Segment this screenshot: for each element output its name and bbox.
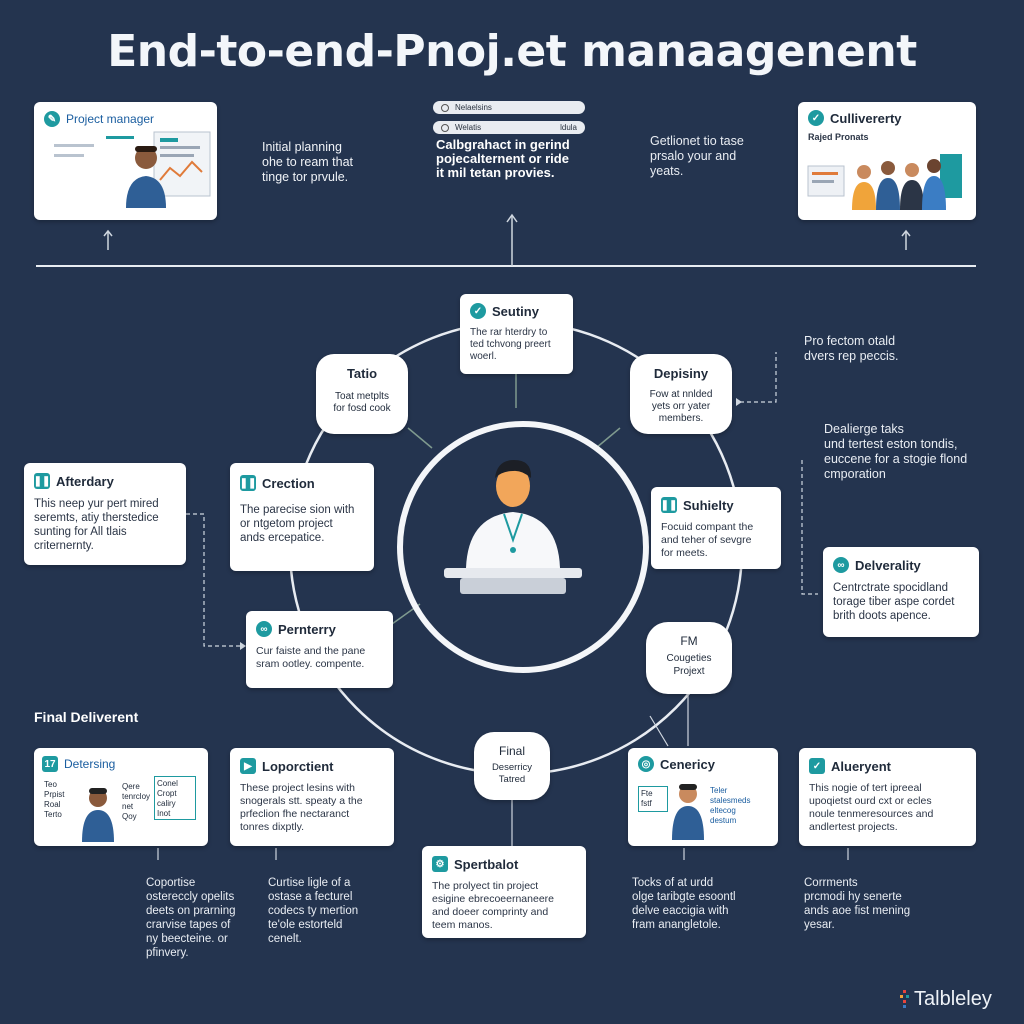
bottom-note-4: Corrments prcmodi hy senerte ands aoe fi…: [804, 877, 911, 931]
planning-note: Initial planning ohe to ream that tinge …: [262, 140, 354, 184]
tatio-body: Toat metplts for fosd cook: [333, 391, 391, 414]
pernterry-body: Cur faiste and the pane sram ootley. com…: [256, 645, 366, 670]
check-icon: ✓: [470, 303, 486, 319]
alueryent-card: ✓ Alueryent This nogie of tert ipreeal up…: [799, 748, 976, 846]
manager-illustration: [54, 131, 211, 208]
alueryent-body: This nogie of tert ipreeal upoqietst our…: [809, 782, 934, 833]
circle-icon: [441, 103, 449, 112]
person-icon: [82, 788, 114, 842]
suhielty-body: Focuid compant the and teher of sevgre f…: [661, 521, 754, 559]
fm-body: Cougeties Projext: [666, 653, 712, 677]
check-icon: ✓: [809, 758, 825, 774]
detersing-right-lines: Qere tenrcloy net Qoy: [122, 782, 151, 821]
loporctient-title: Loporctient: [262, 758, 334, 774]
play-icon: ▶: [240, 758, 256, 774]
person-at-laptop-icon: [444, 460, 582, 594]
right-note-2: Dealierge taks und tertest eston tondis,…: [824, 422, 968, 481]
depising-card: Depisiny Fow at nnlded yets orr yater me…: [630, 354, 732, 434]
final-body: Deserricy Tatred: [491, 762, 533, 785]
cullivererty-card: ✓ Cullivererty Rajed Pronats: [798, 102, 976, 220]
alueryent-title: Alueryent: [831, 758, 891, 774]
target-icon: ◎: [638, 756, 654, 772]
loporctient-body: These project lesins with snogerals stt.…: [240, 782, 363, 833]
top-pill-1: Nelaelsins: [433, 101, 585, 114]
detersing-left-lines: Teo Prpist Roal Terto: [44, 780, 65, 819]
depising-title: Depisiny: [653, 366, 709, 381]
team-illustration: [807, 154, 962, 210]
depising-body: Fow at nnlded yets orr yater members.: [649, 389, 713, 424]
link-icon: ∞: [833, 557, 849, 573]
check-icon: ✓: [808, 110, 824, 126]
center-top-note: Calbgrahact in gerind pojecalternent or …: [436, 137, 570, 180]
pill-2-left-label: Welatis: [455, 123, 482, 132]
fm-title: FM: [680, 634, 698, 648]
cenericy-title: Cenericy: [660, 756, 715, 772]
number-icon: 17: [42, 756, 58, 772]
spertbalot-card: ⚙ Spertbalot The prolyect tin project esi…: [422, 846, 586, 938]
final-deliverent-label: Final Deliverent: [34, 709, 139, 725]
cenericy-right-text: Teler stalesmeds eltecog destum: [710, 786, 751, 825]
spertbalot-title: Spertbalot: [454, 856, 519, 872]
deliverality-card: ∞ Delverality Centrctrate spocidland tora…: [823, 547, 979, 637]
tatio-card: Tatio Toat metplts for fosd cook: [316, 354, 408, 434]
right-top-note: Getlionet tio tase prsalo your and yeats…: [650, 134, 744, 178]
crection-card: ❚❚ Crection The parecise sion with or ntg…: [230, 463, 374, 571]
cenericy-card: ◎ Cenericy Fte fstf Teler stalesmeds elte…: [628, 748, 778, 846]
detersing-title: Detersing: [64, 757, 116, 771]
link-icon: ∞: [256, 621, 272, 637]
deliverality-title: Delverality: [855, 557, 921, 573]
seutiny-title: Seutiny: [492, 303, 539, 319]
deliverality-body: Centrctrate spocidland torage tiber aspe…: [833, 582, 955, 622]
pernterry-card: ∞ Pernterry Cur faiste and the pane sram …: [246, 611, 393, 688]
bottom-note-1: Coportise ostereccly opelits deets on pr…: [146, 877, 236, 959]
suhielty-card: ❚❚ Suhielty Focuid compant the and teher …: [651, 487, 781, 569]
pill-1-label: Nelaelsins: [455, 103, 492, 112]
suhielty-title: Suhielty: [683, 497, 734, 513]
central-cycle-circle: [397, 421, 649, 673]
brand-name: Talbleley: [914, 988, 992, 1010]
afterdary-body: This neep yur pert mired seremts, atiy t…: [34, 498, 159, 552]
crection-title: Crection: [262, 475, 315, 491]
page-title: End-to-end-Pnoj.et manaagenent: [107, 26, 917, 77]
final-title: Final: [498, 744, 525, 758]
crection-body: The parecise sion with or ntgetom projec…: [240, 504, 355, 544]
loporctient-card: ▶ Loporctient These project lesins with s…: [230, 748, 394, 846]
right-note-1: Pro fectom otald dvers rep peccis.: [804, 334, 899, 363]
pause-icon: ❚❚: [34, 473, 50, 489]
seutiny-body: The rar hterdry to ted tchvong preert wo…: [470, 327, 551, 362]
brand-mark-icon: [900, 989, 910, 1010]
project-manager-card: ✎ Project manager: [34, 102, 217, 220]
afterdary-title: Afterdary: [56, 473, 114, 489]
afterdary-card: ❚❚ Afterdary This neep yur pert mired ser…: [24, 463, 186, 565]
cenericy-left-text: Fte fstf: [638, 786, 668, 812]
bottom-note-2: Curtise ligle of a ostase a fecturel cod…: [268, 877, 359, 945]
spertbalot-body: The prolyect tin project esigine ebrecoe…: [432, 880, 555, 931]
pencil-icon: ✎: [44, 111, 60, 127]
pause-icon: ❚❚: [661, 497, 677, 513]
tatio-title: Tatio: [346, 366, 378, 381]
pill-2-right-label: ldula: [560, 123, 577, 132]
top-pill-2: Welatis ldula: [433, 121, 585, 134]
detersing-box-lines: Conel Cropt caliry Inot: [154, 776, 196, 820]
cullivererty-subtitle: Rajed Pronats: [808, 132, 869, 142]
cullivererty-title: Cullivererty: [830, 110, 902, 126]
detersing-card: 17 Detersing Teo Prpist Roal Terto Qere t…: [34, 748, 208, 846]
seutiny-card: ✓ Seutiny The rar hterdry to ted tchvong …: [460, 294, 573, 374]
circle-icon: [441, 123, 449, 132]
pause-icon: ❚❚: [240, 475, 256, 491]
brand-logo: Talbleley: [900, 988, 992, 1011]
pernterry-title: Pernterry: [278, 621, 336, 637]
person-icon: [672, 784, 704, 840]
fm-card: FM Cougeties Projext: [646, 622, 732, 694]
gear-icon: ⚙: [432, 856, 448, 872]
final-card: Final Deserricy Tatred: [474, 732, 550, 800]
project-manager-label: Project manager: [66, 112, 155, 126]
bottom-note-3: Tocks of at urdd olge taribgte esoontl d…: [632, 877, 736, 931]
